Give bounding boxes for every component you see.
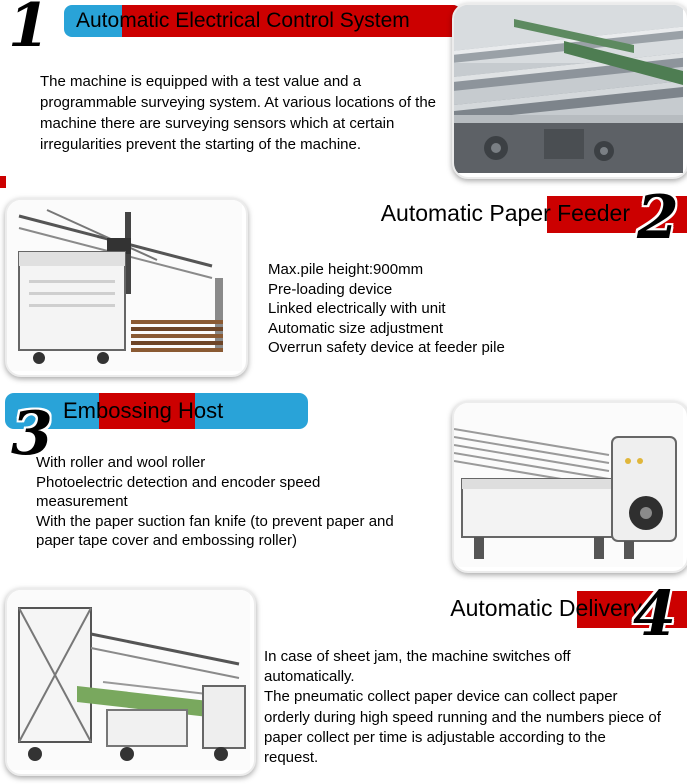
- delivery-photo: [5, 588, 256, 776]
- body-line: The machine is equipped with a test valu…: [40, 73, 362, 90]
- section-1-body: The machine is equipped with a test valu…: [40, 71, 436, 155]
- red-divider-tick: [0, 176, 6, 188]
- paper-feeder-photo: [5, 198, 248, 377]
- section-1-title-red-highlight: [122, 5, 461, 37]
- section-1-title: Automatic Electrical Control System: [76, 9, 410, 32]
- section-2-number: 2: [637, 183, 679, 253]
- body-line: Linked electrically with unit: [268, 300, 446, 318]
- body-line: Automatic size adjustment: [268, 319, 444, 337]
- body-line: paper tape cover and embossing roller): [36, 532, 297, 550]
- section-1-title-bar: Automatic Electrical Control System: [64, 5, 461, 37]
- body-line: With roller and wool roller: [36, 454, 206, 471]
- body-line: automatically.: [264, 668, 355, 686]
- section-4-number: 4: [633, 577, 677, 650]
- body-line: Photoelectric detection and encoder spee…: [36, 473, 321, 491]
- section-3-title-bar: Embossing Host: [5, 393, 308, 429]
- section-2-title: Automatic Paper Feeder: [380, 200, 630, 226]
- body-line: In case of sheet jam, the machine switch…: [264, 648, 571, 665]
- paper-feeder-illustration: [7, 200, 242, 371]
- section-3-body: With roller and wool roller Photoelectri…: [36, 453, 394, 551]
- machine-rollers-illustration: [454, 5, 683, 173]
- electrical-control-system-photo: [452, 3, 687, 179]
- section-4-body: In case of sheet jam, the machine switch…: [264, 647, 661, 768]
- body-line: The pneumatic collect paper device can c…: [264, 688, 618, 706]
- section-3-number: 3: [11, 399, 53, 469]
- body-line: With the paper suction fan knife (to pre…: [36, 512, 394, 530]
- embossing-host-photo: [452, 401, 687, 573]
- section-2-title-red-highlight: [547, 196, 687, 233]
- body-line: programmable surveying system. At variou…: [40, 94, 437, 111]
- body-line: orderly during high speed running and th…: [264, 708, 661, 726]
- body-line: irregularities prevent the starting of t…: [40, 136, 361, 153]
- section-3-title-red-highlight: [99, 393, 195, 429]
- section-2-body: Max.pile height:900mm Pre-loading device…: [268, 260, 505, 358]
- body-line: paper collect per time is adjustable acc…: [264, 728, 606, 746]
- body-line: measurement: [36, 493, 128, 511]
- section-4-title-red-highlight: [577, 591, 687, 628]
- body-line: Overrun safety device at feeder pile: [268, 339, 505, 357]
- body-line: request.: [264, 749, 319, 767]
- section-4-title: Automatic Delivery: [450, 595, 642, 621]
- section-3-title: Embossing Host: [63, 398, 224, 423]
- delivery-unit-illustration: [7, 590, 250, 770]
- body-line: Pre-loading device: [268, 280, 393, 298]
- section-1-number: 1: [8, 0, 50, 61]
- body-line: machine there are surveying sensors whic…: [40, 115, 395, 132]
- body-line: Max.pile height:900mm: [268, 261, 424, 278]
- embossing-host-illustration: [454, 403, 683, 567]
